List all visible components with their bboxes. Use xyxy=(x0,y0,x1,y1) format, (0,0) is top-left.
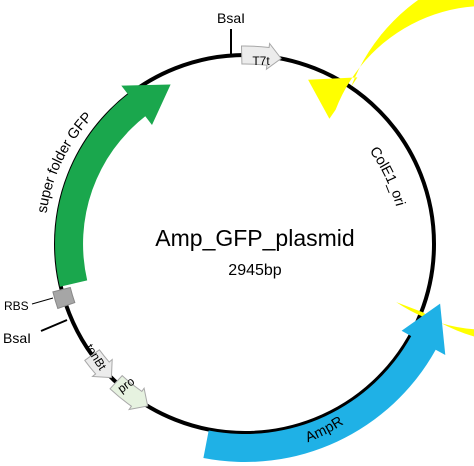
bsai-top-label: BsaI xyxy=(217,10,245,26)
colE1-label: ColE1_ori xyxy=(366,144,408,208)
t7t-terminator-arrow xyxy=(240,42,282,71)
bsai-left-label: BsaI xyxy=(3,330,31,346)
rbs-box xyxy=(52,286,76,310)
tonbt-terminator-arrow xyxy=(84,349,113,379)
t7t-label: T7t xyxy=(252,54,270,68)
plasmid-name: Amp_GFP_plasmid xyxy=(155,225,354,251)
rbs-leader xyxy=(31,297,54,305)
plasmid-length: 2945bp xyxy=(228,262,281,279)
promoter-arrow xyxy=(109,374,149,411)
bsai-left-tick xyxy=(40,319,68,332)
ampr-feature-arrow xyxy=(203,303,446,463)
gfp-feature-arrow xyxy=(55,84,171,287)
rbs-label: RBS xyxy=(4,299,29,313)
